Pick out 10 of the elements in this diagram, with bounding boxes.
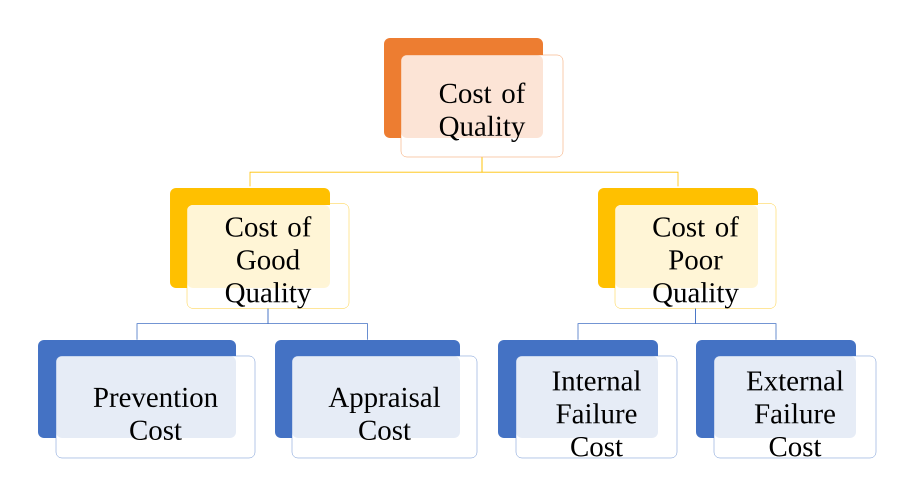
connector-line — [695, 308, 776, 340]
process-box: Prevention Cost — [38, 340, 256, 458]
process-box: Internal Failure Cost — [498, 340, 678, 458]
connector-line — [268, 308, 368, 340]
connector-line — [482, 156, 678, 187]
process-box: Cost of Quality — [384, 38, 564, 158]
process-box: Cost of Poor Quality — [598, 188, 776, 309]
process-box: Appraisal Cost — [275, 340, 478, 458]
process-box: Cost of Good Quality — [170, 188, 350, 309]
process-box: External Failure Cost — [696, 340, 876, 458]
